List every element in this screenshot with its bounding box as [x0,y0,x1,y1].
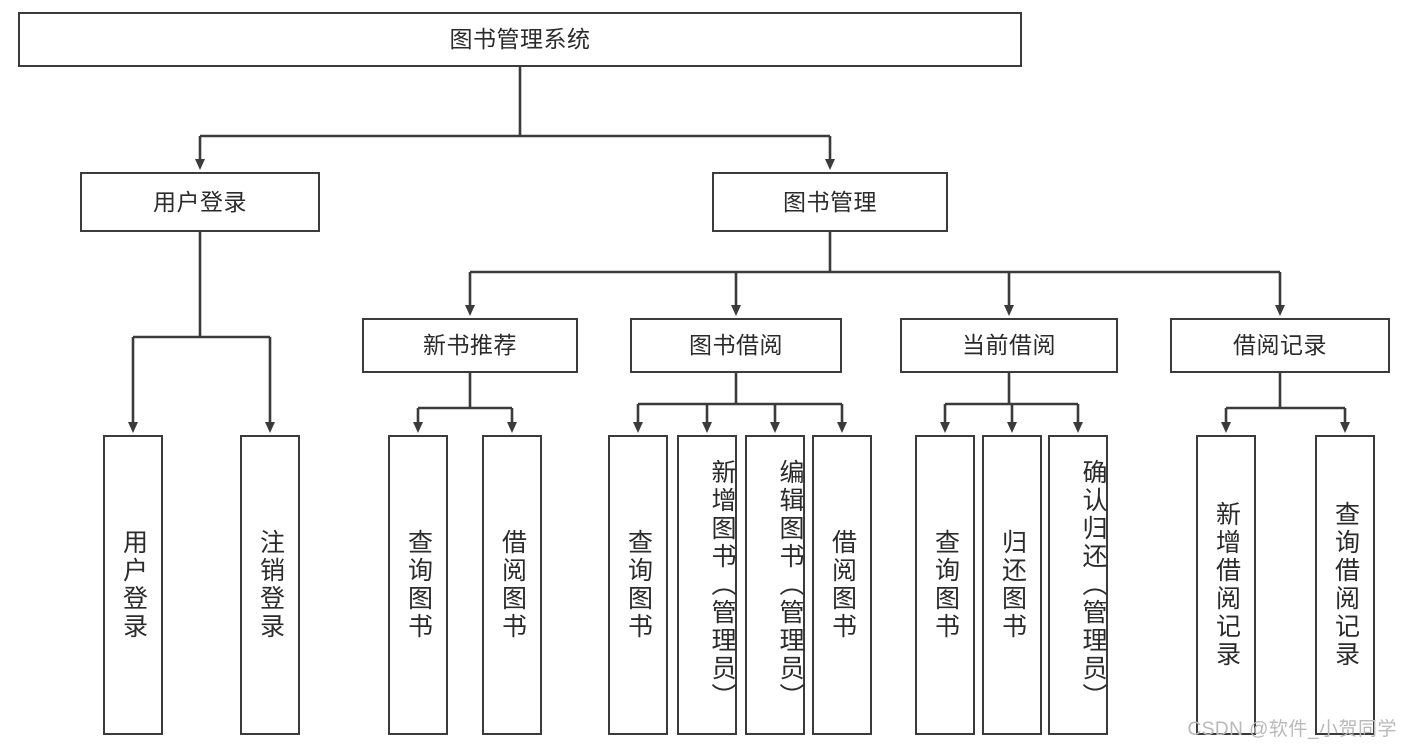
node-user-login[interactable]: 用户登录 [80,172,320,232]
node-book-borrow[interactable]: 图书借阅 [630,318,842,373]
node-book-manage-label: 图书管理 [783,188,877,215]
node-book-manage[interactable]: 图书管理 [712,172,948,232]
node-leaf-edit-book-label: 编辑图书（管理员） [776,459,804,711]
node-leaf-add-book[interactable]: 新增图书（管理员） [677,435,737,735]
node-root[interactable]: 图书管理系统 [18,12,1022,67]
node-leaf-query-record-label: 查询借阅记录 [1331,501,1360,669]
node-borrow-record[interactable]: 借阅记录 [1170,318,1390,373]
node-book-borrow-label: 图书借阅 [689,332,783,359]
node-leaf-logout-label: 注销登录 [256,529,285,641]
node-user-login-label: 用户登录 [153,188,247,215]
node-new-book-rec[interactable]: 新书推荐 [362,318,578,373]
node-leaf-query-record[interactable]: 查询借阅记录 [1315,435,1375,735]
node-leaf-query-book-2[interactable]: 查询图书 [608,435,668,735]
node-leaf-user-login-label: 用户登录 [119,529,148,641]
node-leaf-borrow-book-1-label: 借阅图书 [498,529,527,641]
node-root-label: 图书管理系统 [449,26,591,53]
watermark-text: CSDN @软件_小贺同学 [1187,719,1397,740]
node-leaf-edit-book[interactable]: 编辑图书（管理员） [745,435,805,735]
node-leaf-borrow-book-2[interactable]: 借阅图书 [812,435,872,735]
node-leaf-logout[interactable]: 注销登录 [240,435,300,735]
node-leaf-query-book-3[interactable]: 查询图书 [915,435,975,735]
node-leaf-query-book-1-label: 查询图书 [404,529,433,641]
node-leaf-add-record-label: 新增借阅记录 [1212,501,1241,669]
node-leaf-query-book-1[interactable]: 查询图书 [388,435,448,735]
node-current-borrow[interactable]: 当前借阅 [900,318,1118,373]
node-leaf-confirm-return-label: 确认归还（管理员） [1079,459,1107,711]
node-leaf-query-book-2-label: 查询图书 [624,529,653,641]
node-leaf-add-record[interactable]: 新增借阅记录 [1196,435,1256,735]
node-leaf-query-book-3-label: 查询图书 [931,529,960,641]
node-leaf-return-book-label: 归还图书 [998,529,1027,641]
node-leaf-confirm-return[interactable]: 确认归还（管理员） [1048,435,1108,735]
node-leaf-return-book[interactable]: 归还图书 [982,435,1042,735]
node-leaf-add-book-label: 新增图书（管理员） [708,459,736,711]
node-leaf-user-login[interactable]: 用户登录 [103,435,163,735]
node-borrow-record-label: 借阅记录 [1233,332,1327,359]
node-leaf-borrow-book-1[interactable]: 借阅图书 [482,435,542,735]
node-leaf-borrow-book-2-label: 借阅图书 [828,529,857,641]
node-new-book-rec-label: 新书推荐 [423,332,517,359]
node-current-borrow-label: 当前借阅 [962,332,1056,359]
